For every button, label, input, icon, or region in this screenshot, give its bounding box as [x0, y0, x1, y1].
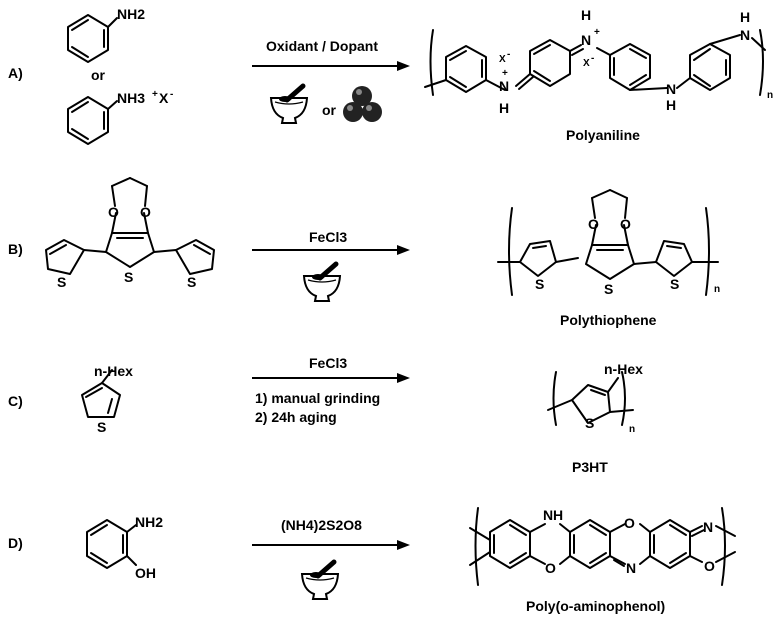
poap-n-bottom: N — [626, 560, 636, 576]
pani-minus1: - — [507, 49, 510, 60]
row-d-label: D) — [8, 535, 23, 551]
polythiophene-o1: O — [588, 216, 599, 232]
row-c-reagent-label: FeCl3 — [309, 355, 347, 371]
row-d-reagent-label: (NH4)2S2O8 — [281, 517, 362, 533]
ball-mill-icon — [343, 86, 382, 122]
p3ht-substituent: n-Hex — [604, 361, 643, 377]
poap-n-top-right: N — [703, 519, 713, 535]
pani-h1: H — [499, 100, 509, 116]
pani-repeat-n: n — [767, 90, 773, 101]
eddot-s-left: S — [57, 274, 66, 290]
row-a-reagent-label: Oxidant / Dopant — [266, 38, 378, 54]
poly-o-aminophenol-structure — [469, 507, 736, 586]
pani-n1: N — [499, 78, 509, 94]
anilinium-nh3-label: NH3 — [117, 90, 145, 106]
poap-nh-h: H — [553, 507, 563, 523]
polythiophene-s-left: S — [535, 276, 544, 292]
polyaniline-name: Polyaniline — [566, 127, 640, 143]
p3ht-structure — [547, 371, 634, 426]
pani-plus1: + — [502, 68, 508, 79]
row-b-reagent-label: FeCl3 — [309, 229, 347, 245]
row-c-step-2: 2) 24h aging — [255, 409, 337, 425]
row-a-or-label: or — [91, 67, 106, 83]
o-aminophenol-structure — [86, 519, 137, 569]
poap-o-top: O — [624, 515, 635, 531]
polyaniline-structure — [424, 29, 766, 96]
eddot-monomer-structure — [45, 177, 215, 275]
aminophenol-oh: OH — [135, 565, 156, 581]
row-c-step-1: 1) manual grinding — [255, 390, 380, 406]
aniline-structure — [67, 14, 118, 63]
p3ht-s: S — [585, 415, 594, 431]
row-a-or-conditions: or — [322, 102, 337, 118]
aniline-nh2-label: NH2 — [117, 6, 145, 22]
eddot-o2: O — [140, 204, 151, 220]
pani-x2: X — [583, 58, 590, 69]
pani-n2: N — [581, 32, 591, 48]
hexylthiophene-substituent: n-Hex — [94, 363, 133, 379]
mortar-pestle-icon — [302, 562, 338, 599]
row-b-label: B) — [8, 241, 23, 257]
p3ht-repeat-n: n — [629, 424, 635, 435]
row-c-label: C) — [8, 393, 23, 409]
polythiophene-structure — [497, 189, 719, 296]
anilinium-minus: - — [170, 89, 173, 100]
pani-h3: H — [666, 97, 676, 113]
eddot-s-center: S — [124, 269, 133, 285]
eddot-o1: O — [108, 204, 119, 220]
poly-o-aminophenol-name: Poly(o-aminophenol) — [526, 598, 665, 614]
p3ht-name: P3HT — [572, 459, 608, 475]
polythiophene-o2: O — [620, 216, 631, 232]
polythiophene-s-right: S — [670, 276, 679, 292]
anilinium-plus: + — [152, 89, 158, 100]
poap-o-bottom-left: O — [545, 560, 556, 576]
polythiophene-s-center: S — [604, 281, 613, 297]
pani-n4: N — [740, 27, 750, 43]
aminophenol-nh2: NH2 — [135, 514, 163, 530]
eddot-s-right: S — [187, 274, 196, 290]
pani-h4: H — [740, 9, 750, 25]
pani-n3: N — [666, 81, 676, 97]
pani-x1: X — [499, 54, 506, 65]
mortar-pestle-icon — [271, 86, 307, 123]
polythiophene-repeat-n: n — [714, 284, 720, 295]
3-hexylthiophene-structure — [81, 369, 121, 418]
poap-o-bottom-right: O — [704, 558, 715, 574]
hexylthiophene-s: S — [97, 419, 106, 435]
anilinium-counterion: X — [159, 90, 169, 106]
row-a-label: A) — [8, 65, 23, 81]
mortar-pestle-icon — [304, 264, 340, 301]
poap-nh-n: N — [543, 507, 553, 523]
pani-minus2: - — [591, 53, 594, 64]
pani-plus2: + — [594, 27, 600, 38]
anilinium-structure — [67, 96, 118, 145]
pani-h2: H — [581, 7, 591, 23]
polythiophene-name: Polythiophene — [560, 312, 657, 328]
